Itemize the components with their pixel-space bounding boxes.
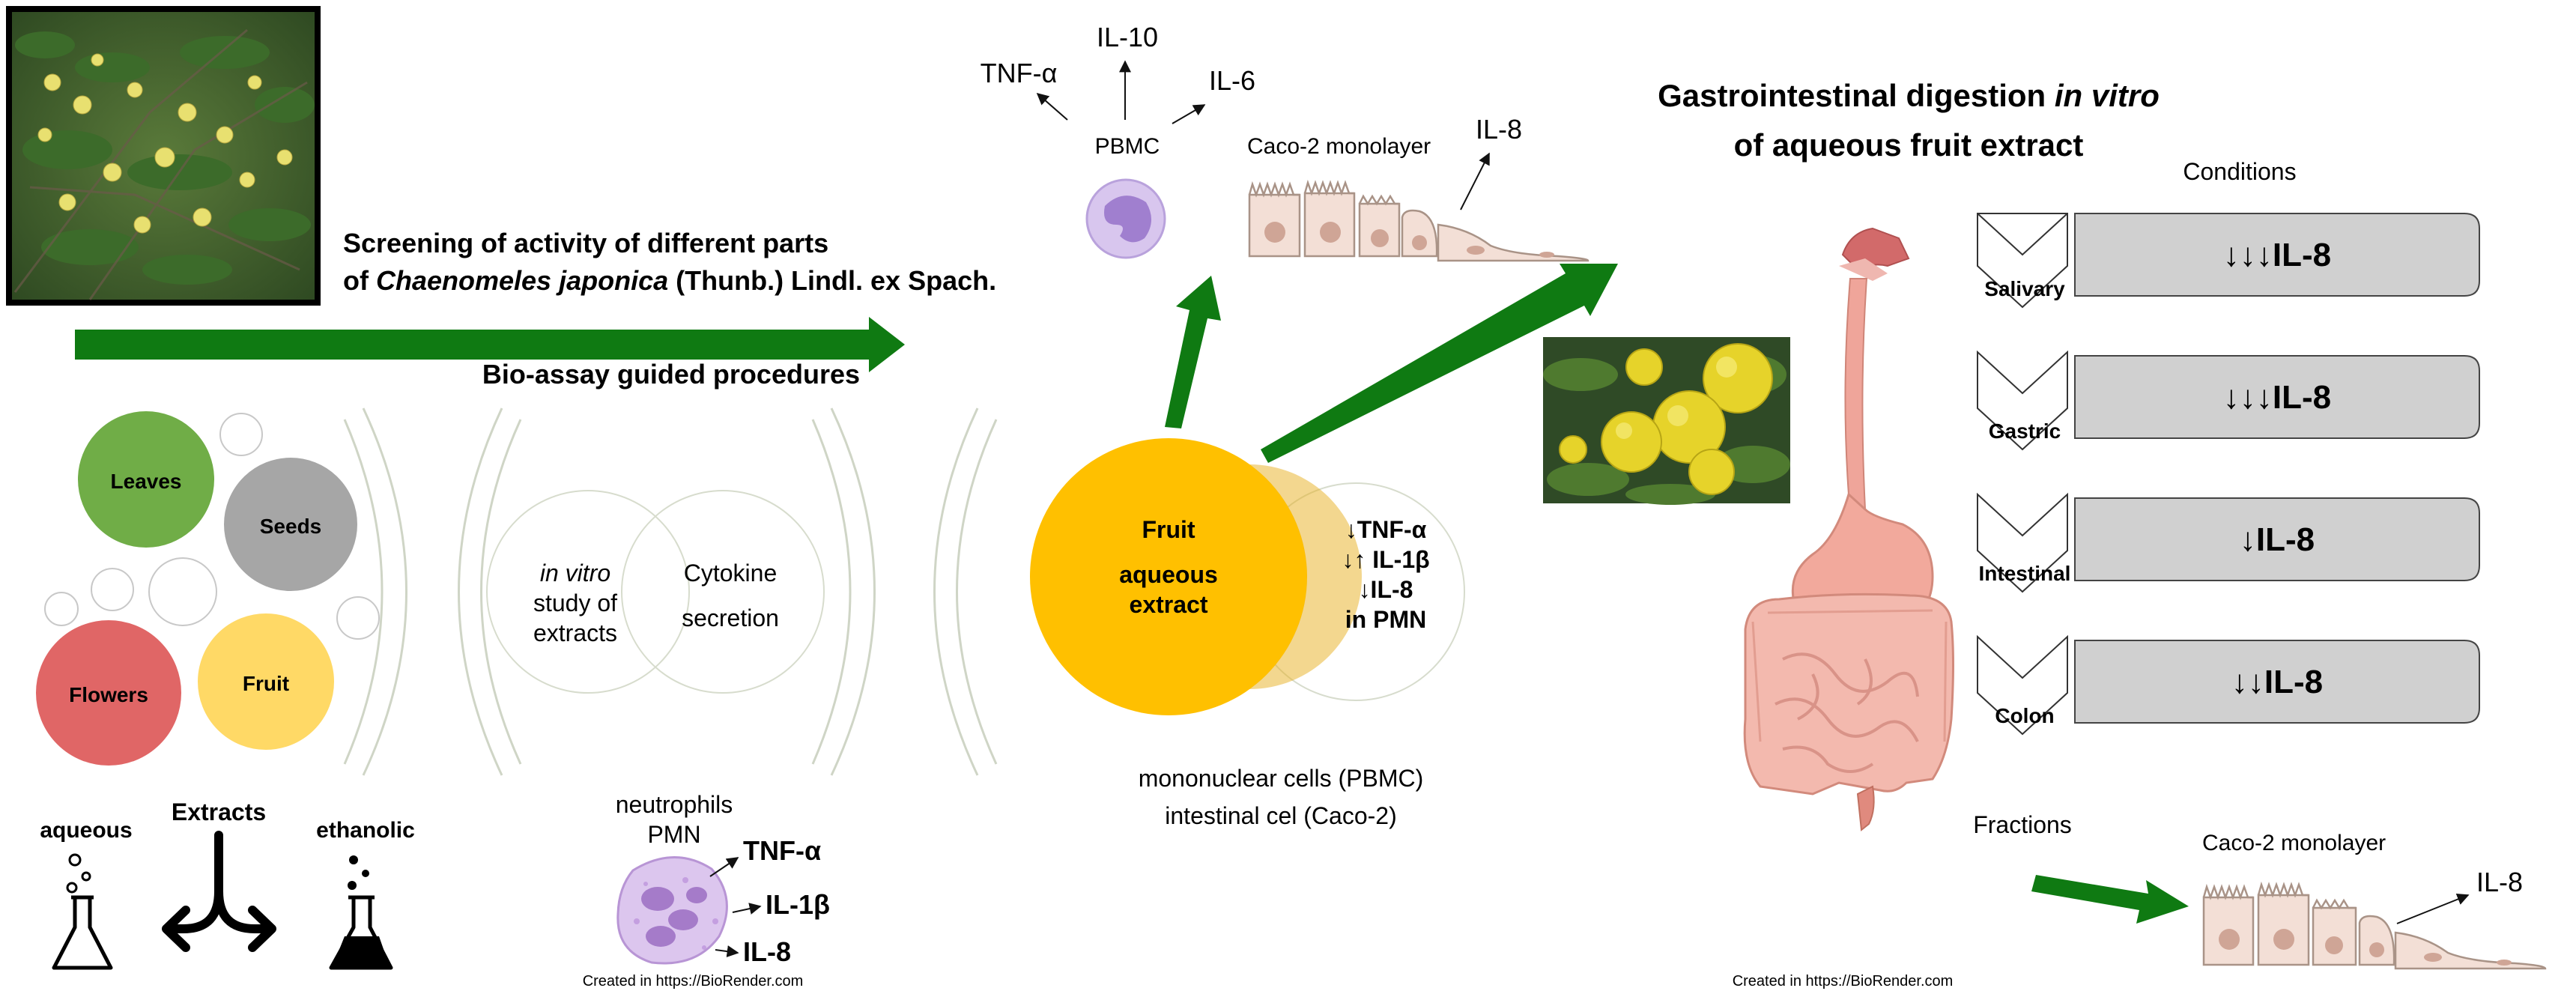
fruit-extract-circle <box>1030 438 1307 715</box>
cells-line-1: mononuclear cells (PBMC) <box>1139 765 1424 792</box>
neutrophil-cell-icon <box>616 856 728 965</box>
screening-line-2: of Chaenomeles japonica (Thunb.) Lindl. … <box>343 265 996 296</box>
fruit-extract-line-2: aqueous <box>1119 561 1218 588</box>
stage-chevrons <box>1977 213 2068 736</box>
bioassay-label: Bio-assay guided procedures <box>482 359 860 390</box>
right-caco-monolayer-icon <box>2202 881 2547 970</box>
screening-line-1: Screening of activity of different parts <box>343 228 828 258</box>
pbmc-cell-icon <box>1085 178 1166 259</box>
pmn-il8-label: IL-8 <box>743 936 791 967</box>
flowers-circle <box>34 619 183 767</box>
digestion-title-line-2: of aqueous fruit extract <box>1734 127 2084 163</box>
venn-left-line-3: extracts <box>533 619 617 646</box>
digestion-title-line-1: Gastrointestinal digestion in vitro <box>1658 78 2160 113</box>
to-digestion-arrow <box>1261 264 1618 463</box>
ethanolic-label: ethanolic <box>316 818 415 843</box>
to-pbmc-arrow <box>1165 276 1221 428</box>
digestive-tract-icon <box>1743 227 1954 831</box>
seeds-circle <box>222 456 359 593</box>
split-arrow-icon <box>162 831 276 952</box>
flowers-label: Flowers <box>69 683 148 706</box>
pmn-tnf-label: TNF-α <box>743 835 821 866</box>
middle-caco-label: Caco-2 monolayer <box>1247 134 1431 159</box>
stage-gastric: Gastric <box>1989 419 2061 443</box>
leaves-circle <box>76 410 216 549</box>
bioassay-arrow <box>75 317 905 372</box>
to-caco-arrow <box>2031 875 2189 924</box>
pmn-label: PMN <box>647 821 700 848</box>
quince-bush-photo <box>6 6 321 306</box>
neutrophils-label: neutrophils <box>616 791 733 818</box>
right-caco-il8-label: IL-8 <box>2476 867 2523 897</box>
venn-left-line-2: study of <box>533 590 617 616</box>
effect-in-pmn: in PMN <box>1345 606 1426 633</box>
fruit-extract-line-3: extract <box>1130 591 1208 618</box>
middle-caco-monolayer-icon <box>1248 179 1589 262</box>
right-caco-arrow <box>2396 893 2470 924</box>
pbmc-label: PBMC <box>1095 134 1160 159</box>
ethanolic-flask-icon <box>329 855 393 970</box>
intestinal-effect: ↓IL-8 <box>2240 521 2315 558</box>
venn-right-line-2: secretion <box>682 604 779 631</box>
right-credit: Created in https://BioRender.com <box>1733 973 1954 990</box>
left-credit: Created in https://BioRender.com <box>583 973 804 990</box>
fruit-part-circle <box>196 612 336 751</box>
conditions-label: Conditions <box>2183 158 2296 185</box>
aqueous-flask-icon <box>52 853 113 970</box>
salivary-effect: ↓↓↓IL-8 <box>2223 237 2331 273</box>
pbmc-output-arrows <box>1036 60 1206 124</box>
fractions-label: Fractions <box>1973 811 2072 838</box>
venn-diagram <box>486 490 825 694</box>
extracts-label: Extracts <box>172 798 266 825</box>
quince-fruit-photo <box>1543 337 1790 505</box>
right-caco-label: Caco-2 monolayer <box>2202 831 2386 855</box>
effect-tnf: ↓TNF-α <box>1345 516 1427 543</box>
effect-il1b: ↓↑ IL-1β <box>1342 546 1429 573</box>
seeds-label: Seeds <box>260 515 322 538</box>
aqueous-label: aqueous <box>40 818 132 843</box>
gastric-effect: ↓↓↓IL-8 <box>2223 379 2331 416</box>
venn-right-line-1: Cytokine <box>684 560 778 587</box>
pmn-output-arrows <box>709 857 762 958</box>
middle-caco-il8-label: IL-8 <box>1476 114 1522 145</box>
stage-intestinal: Intestinal <box>1979 562 2071 585</box>
condition-boxes <box>2074 213 2480 724</box>
pbmc-tnf-label: TNF-α <box>981 58 1058 88</box>
fruit-part-label: Fruit <box>243 672 289 695</box>
plant-parts-cluster <box>34 410 380 767</box>
colon-effect: ↓↓IL-8 <box>2231 664 2323 700</box>
fruit-extract-line-1: Fruit <box>1142 516 1195 543</box>
decorative-brackets <box>343 407 998 776</box>
stage-salivary: Salivary <box>1984 277 2065 300</box>
leaves-label: Leaves <box>111 470 182 493</box>
pmn-il1b-label: IL-1β <box>766 889 830 920</box>
middle-caco-arrow <box>1460 152 1490 210</box>
effect-il8: ↓IL-8 <box>1359 576 1413 603</box>
venn-left-line-1: in vitro <box>540 560 610 587</box>
pbmc-il6-label: IL-6 <box>1209 65 1255 96</box>
pbmc-il10-label: IL-10 <box>1097 22 1158 52</box>
stage-colon: Colon <box>1995 704 2054 727</box>
cells-line-2: intestinal cel (Caco-2) <box>1165 802 1396 829</box>
